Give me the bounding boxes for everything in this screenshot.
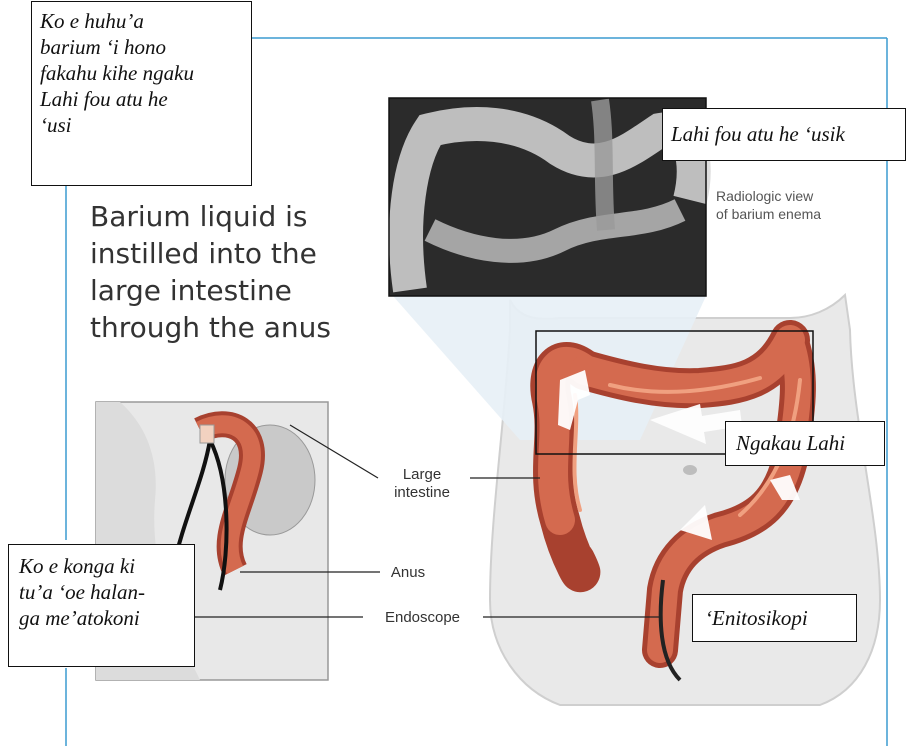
label-anus: Anus <box>383 564 433 582</box>
xray-caption: Radiologic view of barium enema <box>716 187 821 223</box>
tongan-box-top-left: Ko e huhu’a barium ‘i hono fakahu kihe n… <box>31 1 252 186</box>
label-endoscope: Endoscope <box>365 609 480 627</box>
headline: Barium liquid is instilled into the larg… <box>90 198 390 346</box>
tongan-box-anus-region: Ko e konga ki tu’a ‘oe halan- ga me’atok… <box>8 544 195 667</box>
tongan-box-endoscope: ‘Enitosikopi <box>692 594 857 642</box>
tongan-box-xray: Lahi fou atu he ‘usik <box>662 108 906 161</box>
tongan-box-ngakau: Ngakau Lahi <box>725 421 885 466</box>
label-large-intestine: Large intestine <box>372 466 472 502</box>
xray-image <box>389 98 706 296</box>
navel <box>683 465 697 475</box>
